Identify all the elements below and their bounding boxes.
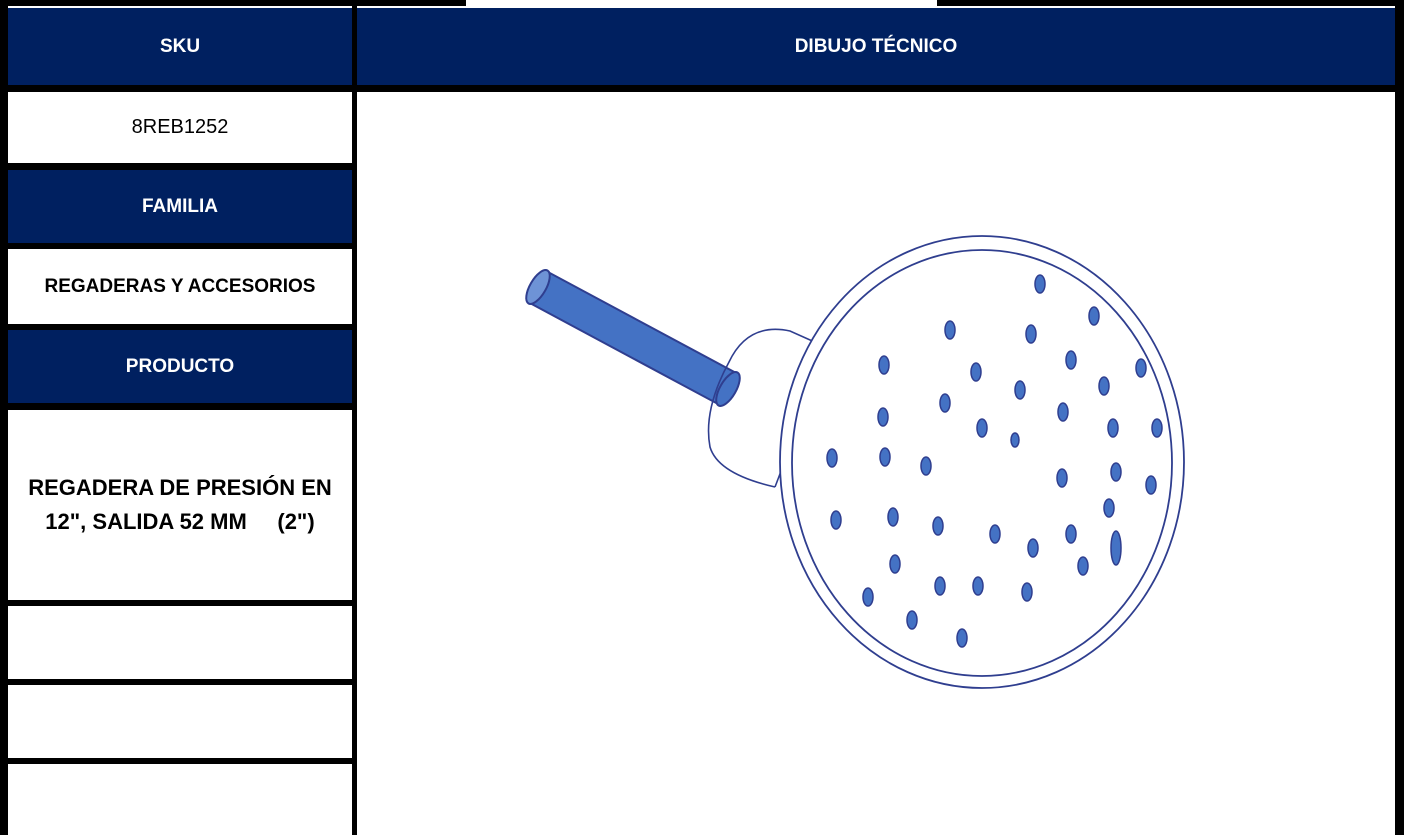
top-border-left xyxy=(0,0,466,6)
shower-face-inner xyxy=(791,249,1173,677)
producto-header: PRODUCTO xyxy=(8,330,352,403)
sku-value: 8REB1252 xyxy=(8,92,352,163)
grid-line-header xyxy=(0,85,1404,92)
empty-row-2 xyxy=(8,685,352,758)
grid-line-right xyxy=(1395,0,1404,835)
shower-neck xyxy=(707,328,829,488)
familia-header: FAMILIA xyxy=(8,170,352,243)
empty-row-3 xyxy=(8,764,352,835)
grid-line-row1 xyxy=(0,163,357,170)
producto-value: REGADERA DE PRESIÓN EN 12", SALIDA 52 MM… xyxy=(8,410,352,600)
grid-line-row6 xyxy=(0,679,357,685)
top-border-right xyxy=(937,0,1404,6)
drawing-header: DIBUJO TÉCNICO xyxy=(357,8,1395,85)
empty-row-1 xyxy=(8,606,352,679)
pipe xyxy=(525,269,741,407)
grid-line-middle xyxy=(352,0,357,835)
grid-line-row4 xyxy=(0,403,357,410)
grid-line-row7 xyxy=(0,758,357,764)
sku-header: SKU xyxy=(8,8,352,85)
grid-line-left xyxy=(0,0,8,835)
shower-face-outer xyxy=(779,235,1185,689)
familia-value: REGADERAS Y ACCESORIOS xyxy=(8,249,352,324)
grid-line-row5 xyxy=(0,600,357,606)
grid-line-row3 xyxy=(0,324,357,330)
nozzles xyxy=(826,274,1163,648)
grid-line-row2 xyxy=(0,243,357,249)
shower-head-icon xyxy=(525,235,1185,689)
